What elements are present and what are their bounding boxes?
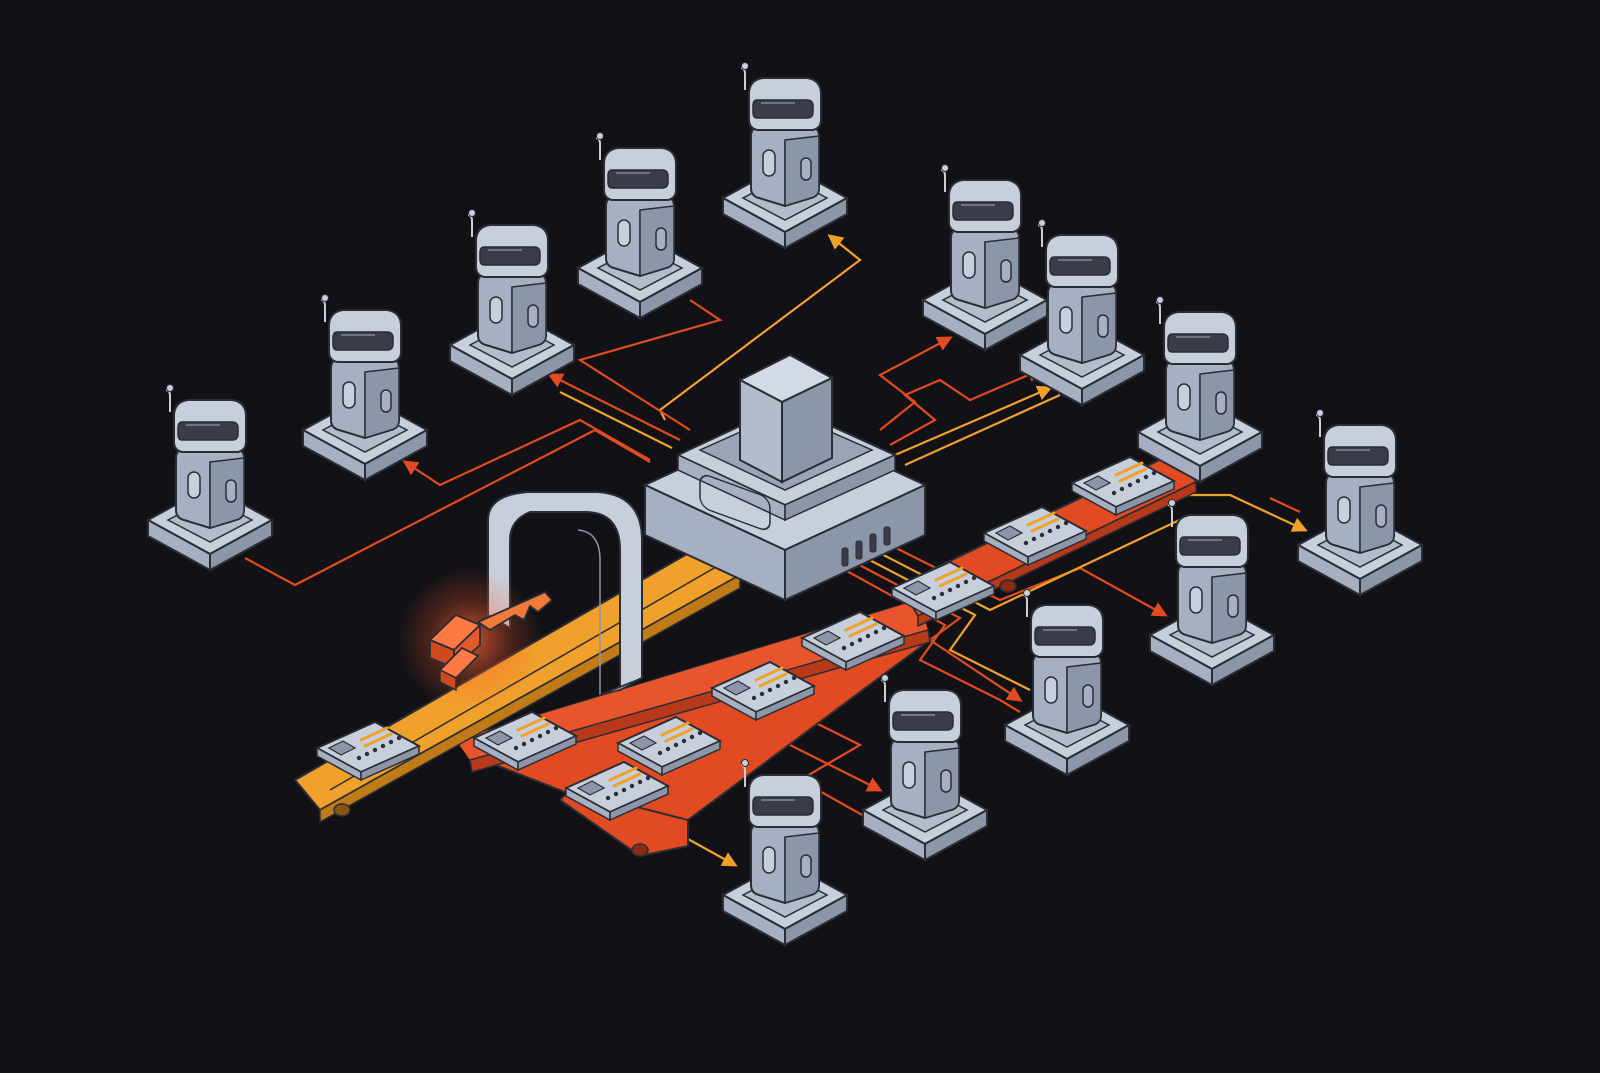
- connection-lines: [244, 234, 1308, 867]
- link-hub-to-top-robot: [658, 234, 862, 421]
- link-hub-to-far-right: [1185, 493, 1308, 532]
- link-hub-to-left-robot: [402, 418, 651, 487]
- link-hub-to-robot-2: [547, 373, 681, 441]
- central-server-icon: [642, 353, 928, 602]
- link-hub-to-robot-2b: [559, 391, 673, 449]
- link-hub-to-right-robot-a: [889, 367, 1043, 446]
- security-gate-icon: [487, 491, 643, 696]
- link-hub-to-robot-3: [577, 299, 723, 431]
- link-hub-to-mid-right-robot-b: [869, 514, 1191, 612]
- access-key-icon: [398, 568, 554, 712]
- link-hub-to-upper-right-robot: [877, 336, 953, 431]
- link-far-left-robot: [244, 428, 651, 587]
- link-hub-to-far-right-b: [1269, 497, 1301, 513]
- link-hub-to-right-robot-c: [904, 393, 1061, 467]
- link-hub-to-right-robot-b: [894, 385, 1053, 457]
- link-conveyor-to-bottom-robot-b: [797, 719, 881, 826]
